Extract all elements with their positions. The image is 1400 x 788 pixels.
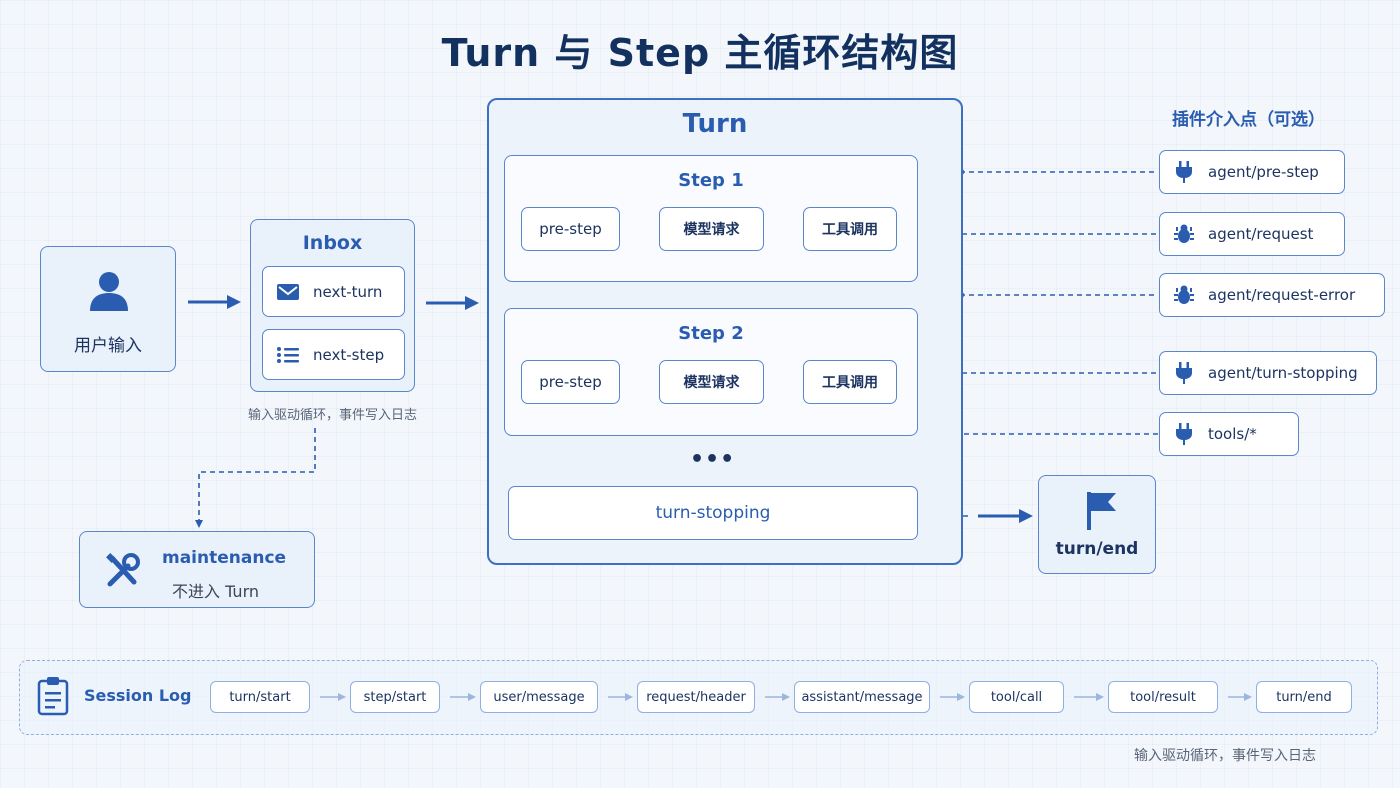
- log-event-tool-call[interactable]: tool/call: [969, 681, 1064, 713]
- maintenance-title: maintenance: [162, 548, 287, 568]
- plugin-agent-turn-stopping[interactable]: agent/turn-stopping: [1159, 351, 1377, 395]
- plugin-agent-request-error[interactable]: agent/request-error: [1159, 273, 1385, 317]
- turn-end-label: turn/end: [1055, 539, 1139, 559]
- session-log-title: Session Log: [84, 686, 192, 705]
- inbox-item-label: next-turn: [313, 282, 383, 301]
- step-2-title: Step 2: [678, 323, 744, 344]
- step-2-model-request[interactable]: 模型请求: [659, 360, 764, 404]
- inbox-item-next-turn[interactable]: next-turn: [262, 266, 405, 317]
- inbox-item-next-step[interactable]: next-step: [262, 329, 405, 380]
- plug-icon: [1160, 423, 1208, 445]
- plugins-title: 插件介入点（可选）: [1172, 110, 1325, 130]
- flag-icon: [1087, 492, 1116, 530]
- turn-end-node[interactable]: turn/end: [1038, 475, 1156, 574]
- step-2-pre-step[interactable]: pre-step: [521, 360, 620, 404]
- page-title: Turn 与 Step 主循环结构图: [441, 31, 959, 75]
- turn-stopping-node[interactable]: turn-stopping: [508, 486, 918, 540]
- log-event-turn-end[interactable]: turn/end: [1256, 681, 1352, 713]
- footer-note: 输入驱动循环，事件写入日志: [1134, 748, 1316, 764]
- step-2-tool-call[interactable]: 工具调用: [803, 360, 897, 404]
- inbox-caption: 输入驱动循环，事件写入日志: [247, 408, 417, 423]
- inbox-node: Inbox next-turn next-step: [250, 219, 415, 392]
- clipboard-icon: [37, 677, 69, 716]
- log-event-step-start[interactable]: step/start: [350, 681, 440, 713]
- plugin-label: agent/request-error: [1208, 286, 1356, 304]
- user-input-label: 用户输入: [74, 336, 142, 356]
- bug-icon: [1160, 284, 1208, 306]
- log-event-tool-result[interactable]: tool/result: [1108, 681, 1218, 713]
- inbox-title: Inbox: [302, 232, 363, 254]
- list-icon: [263, 346, 313, 364]
- turn-title: Turn: [682, 109, 748, 139]
- user-icon: [90, 272, 128, 311]
- plug-icon: [1160, 362, 1208, 384]
- step-1-pre-step[interactable]: pre-step: [521, 207, 620, 251]
- plugin-tools[interactable]: tools/*: [1159, 412, 1299, 456]
- plugin-agent-pre-step[interactable]: agent/pre-step: [1159, 150, 1345, 194]
- plugin-agent-request[interactable]: agent/request: [1159, 212, 1345, 256]
- user-input-node[interactable]: 用户输入: [40, 246, 176, 372]
- log-event-assistant-message[interactable]: assistant/message: [794, 681, 930, 713]
- plugin-label: tools/*: [1208, 425, 1257, 443]
- inbox-item-label: next-step: [313, 345, 385, 364]
- bug-icon: [1160, 223, 1208, 245]
- log-event-request-header[interactable]: request/header: [637, 681, 755, 713]
- log-event-turn-start[interactable]: turn/start: [210, 681, 310, 713]
- maintenance-node[interactable]: maintenance 不进入 Turn: [79, 531, 315, 608]
- mail-icon: [263, 283, 313, 301]
- step-1-tool-call[interactable]: 工具调用: [803, 207, 897, 251]
- plugin-label: agent/pre-step: [1208, 163, 1319, 181]
- plugin-label: agent/request: [1208, 225, 1314, 243]
- more-steps-ellipsis: •••: [690, 447, 736, 472]
- plug-icon: [1160, 161, 1208, 183]
- arrow-inbox-to-maintenance: [195, 428, 316, 528]
- tools-icon: [106, 553, 140, 587]
- step-1-model-request[interactable]: 模型请求: [659, 207, 764, 251]
- plugin-label: agent/turn-stopping: [1208, 364, 1358, 382]
- maintenance-subtitle: 不进入 Turn: [172, 582, 260, 601]
- log-event-user-message[interactable]: user/message: [480, 681, 598, 713]
- step-1-title: Step 1: [678, 170, 744, 191]
